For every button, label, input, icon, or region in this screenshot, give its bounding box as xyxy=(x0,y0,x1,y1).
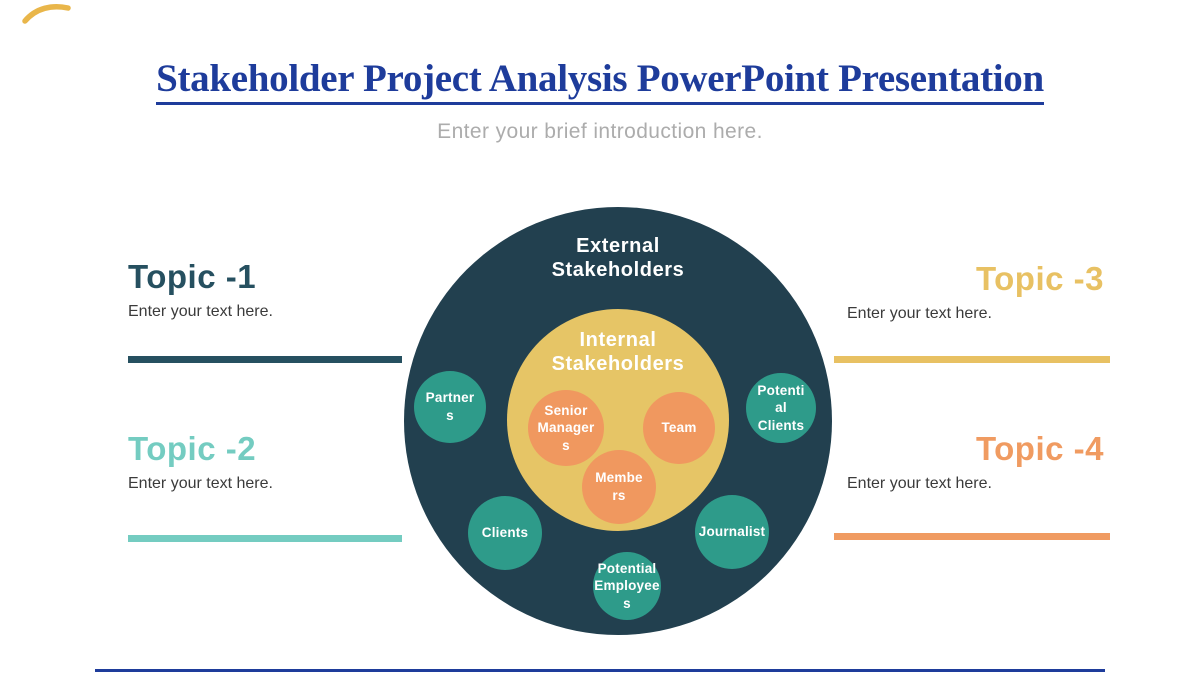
internal-stakeholders-circle: Internal Stakeholders Senior Manager s T… xyxy=(507,309,729,531)
topic-3-divider xyxy=(834,356,1110,363)
bubble-journalist: Journalist xyxy=(695,495,769,569)
topic-4-divider xyxy=(834,533,1110,540)
bubble-clients: Clients xyxy=(468,496,542,570)
bubble-partners-label: Partner s xyxy=(425,390,475,423)
bubble-potential-clients: Potenti al Clients xyxy=(746,373,816,443)
topic-3-heading: Topic -3 xyxy=(975,260,1104,297)
bubble-journalist-label: Journalist xyxy=(698,524,766,540)
topic-4-heading: Topic -4 xyxy=(975,430,1104,467)
topic-2-body: Enter your text here. xyxy=(128,474,273,492)
topic-4-block: Topic -4 Enter your text here. xyxy=(834,430,1110,493)
bubble-partners: Partner s xyxy=(414,371,486,443)
bubble-potential-employees-label: Potential Employee s xyxy=(594,560,660,611)
footer-accent-line xyxy=(95,669,1105,672)
topic-2-heading: Topic -2 xyxy=(128,430,257,467)
page-title-text: Stakeholder Project Analysis PowerPoint … xyxy=(156,59,1044,105)
topic-1-body: Enter your text here. xyxy=(128,302,273,320)
bubble-team: Team xyxy=(643,392,715,464)
bubble-members: Membe rs xyxy=(582,450,656,524)
bubble-senior-managers: Senior Manager s xyxy=(528,390,604,466)
bubble-clients-label: Clients xyxy=(481,525,529,541)
external-stakeholders-label: External Stakeholders xyxy=(551,235,685,281)
bubble-potential-clients-label: Potenti al Clients xyxy=(757,382,805,433)
topic-2-divider xyxy=(128,535,402,542)
topic-3-block: Topic -3 Enter your text here. xyxy=(834,260,1110,323)
external-stakeholders-circle: External Stakeholders Partner s Potenti … xyxy=(404,207,832,635)
topic-1-block: Topic -1 Enter your text here. xyxy=(128,258,404,321)
topic-1-heading: Topic -1 xyxy=(128,258,257,295)
topic-1-divider xyxy=(128,356,402,363)
bubble-members-label: Membe rs xyxy=(595,470,643,503)
topic-3-body: Enter your text here. xyxy=(847,304,992,322)
bubble-potential-employees: Potential Employee s xyxy=(593,552,661,620)
topic-4-body: Enter your text here. xyxy=(847,474,992,492)
page-title: Stakeholder Project Analysis PowerPoint … xyxy=(0,56,1200,105)
bubble-senior-managers-label: Senior Manager s xyxy=(537,402,595,453)
slide-subtitle: Enter your brief introduction here. xyxy=(437,120,763,143)
bubble-team-label: Team xyxy=(661,420,697,436)
corner-swoosh-icon xyxy=(22,3,71,24)
internal-stakeholders-label: Internal Stakeholders xyxy=(551,329,685,375)
topic-2-block: Topic -2 Enter your text here. xyxy=(128,430,404,493)
